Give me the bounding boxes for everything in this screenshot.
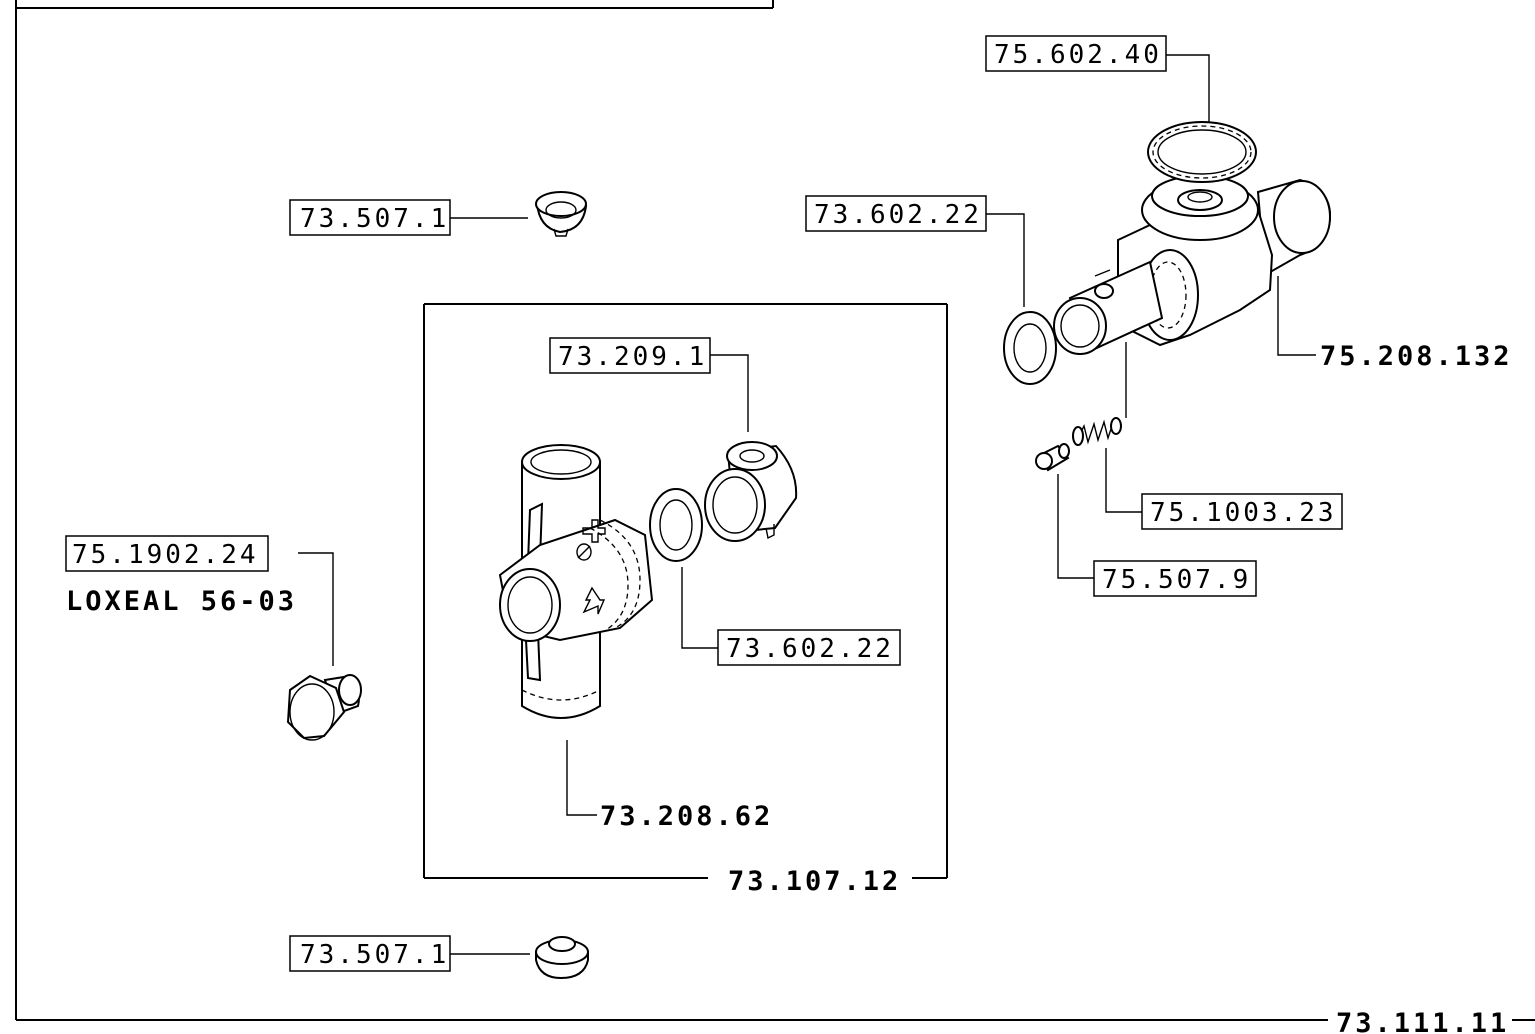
valve-body-part [1003,121,1332,385]
label-75-1902-24: 75.1902.24 [72,540,259,570]
plug-part [286,674,362,741]
spring-part [1072,417,1122,446]
cross-body-part [498,444,654,719]
label-73-111-11: 73.111.11 [1336,1008,1509,1034]
loxeal-note: LOXEAL 56-03 [66,586,297,617]
cap-top-part [535,191,588,237]
label-box-73-507-1-bottom [289,935,451,972]
outer-frame [15,0,1535,1021]
leader-lines [298,54,1316,955]
label-box-73-507-1-top [289,199,451,236]
label-73-507-1-bottom: 73.507.1 [300,940,449,970]
label-73-208-62: 73.208.62 [600,801,773,832]
label-box-75-507-9 [1093,560,1257,597]
label-box-73-602-22-mid [717,629,901,666]
label-box-73-209-1 [549,337,711,374]
label-box-75-602-40 [985,35,1167,72]
label-73-602-22-top: 73.602.22 [814,200,982,230]
label-73-107-12: 73.107.12 [728,866,901,897]
seal-ring-mid-part [649,488,703,562]
label-75-602-40: 75.602.40 [994,40,1162,70]
label-box-75-1902-24 [65,535,269,572]
subassembly-frame [423,303,948,879]
label-73-209-1: 73.209.1 [558,342,707,372]
collar-part [704,441,798,542]
label-box-73-602-22-top [805,195,987,232]
label-75-1003-23: 75.1003.23 [1150,498,1337,528]
label-box-75-1003-23 [1141,493,1343,530]
label-75-507-9: 75.507.9 [1102,565,1251,595]
label-73-507-1-top: 73.507.1 [300,204,449,234]
cap-bottom-part [535,936,589,980]
pin-part [1035,443,1070,472]
label-75-208-132: 75.208.132 [1320,341,1513,372]
label-73-602-22-mid: 73.602.22 [726,634,894,664]
